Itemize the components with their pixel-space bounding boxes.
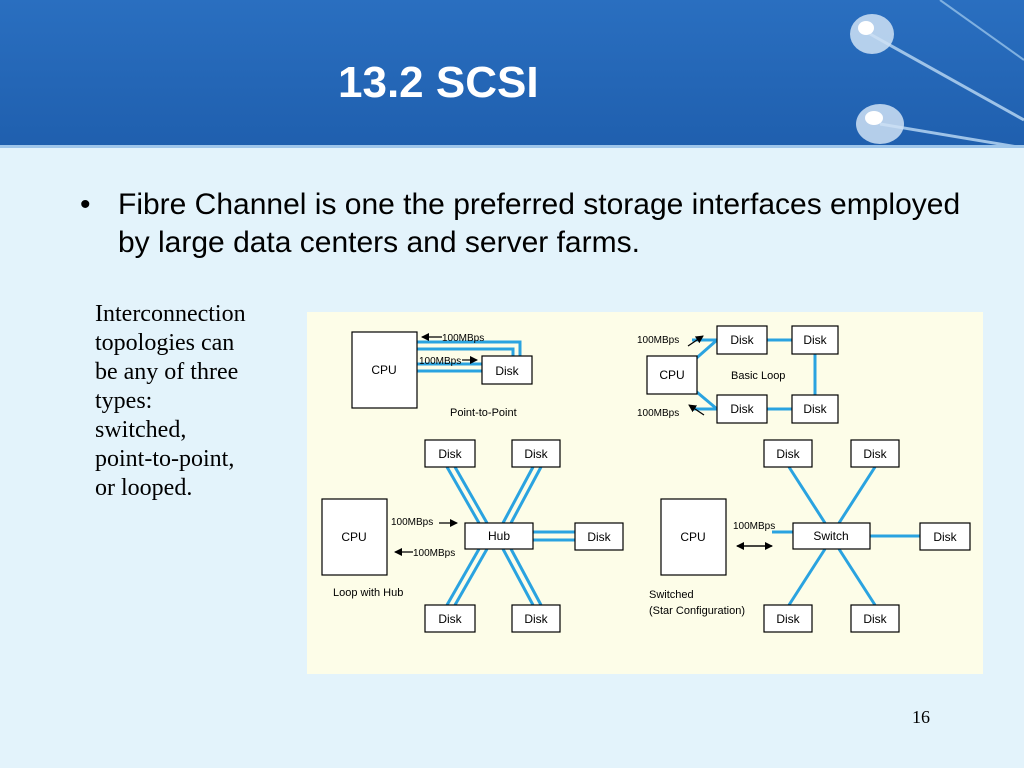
side-line: types:	[95, 388, 153, 414]
loop-caption: Basic Loop	[731, 370, 785, 382]
pushpin-decoration	[850, 0, 1024, 148]
loop-rate-bottom: 100MBps	[637, 408, 679, 419]
topology-diagram: CPU Disk 100MBps 100MBps Point-to-Point …	[321, 325, 971, 633]
side-line: point-to-point,	[95, 446, 235, 472]
p2p-cpu-label: CPU	[371, 363, 396, 377]
side-line: switched,	[95, 417, 187, 443]
switch-disk-box: Disk	[919, 522, 971, 551]
switch-caption-sub: (Star Configuration)	[649, 605, 745, 617]
topology-diagram-panel: CPU Disk 100MBps 100MBps Point-to-Point …	[307, 312, 983, 674]
switch-disk-box: Disk	[763, 604, 813, 633]
loop-disk-box: Disk	[716, 325, 768, 355]
switch-disk-box: Disk	[763, 439, 813, 468]
loop-rate-top: 100MBps	[637, 335, 679, 346]
hub-disk-label: Disk	[438, 612, 462, 626]
switch-cpu-box: CPU	[660, 498, 727, 576]
bullet-point: • Fibre Channel is one the preferred sto…	[80, 186, 980, 262]
hub-rate-out: 100MBps	[413, 548, 455, 559]
loop-arrow-top	[687, 335, 704, 347]
switch-disk-label: Disk	[776, 447, 800, 461]
loop-disk-box: Disk	[791, 394, 839, 424]
switch-disk-label: Disk	[776, 612, 800, 626]
switch-disk-label: Disk	[933, 530, 957, 544]
loop-with-hub-topology: CPU Hub Disk Disk Disk Disk Disk 100MBps	[321, 439, 624, 633]
loop-disk-box: Disk	[716, 394, 768, 424]
p2p-disk-box: Disk	[481, 355, 533, 385]
hub-disk-label: Disk	[587, 530, 611, 544]
point-to-point-topology: CPU Disk 100MBps 100MBps Point-to-Point	[351, 331, 533, 419]
bullet-text: Fibre Channel is one the preferred stora…	[118, 188, 961, 259]
slide-title: 13.2 SCSI	[338, 58, 539, 107]
side-line: or looped.	[95, 475, 193, 501]
loop-cpu-label: CPU	[659, 368, 684, 382]
side-line: be any of three	[95, 359, 239, 385]
switch-disk-label: Disk	[863, 612, 887, 626]
page-number: 16	[912, 707, 930, 727]
switch-disk-box: Disk	[850, 604, 900, 633]
switch-caption: Switched	[649, 589, 694, 601]
hub-disk-box: Disk	[511, 439, 561, 468]
header-band: 13.2 SCSI	[0, 0, 1024, 148]
hub-links	[445, 466, 575, 606]
loop-disk-label: Disk	[803, 333, 827, 347]
hub-disk-box: Disk	[511, 604, 561, 633]
hub-disk-label: Disk	[524, 612, 548, 626]
side-caption: Interconnection topologies can be any of…	[95, 300, 300, 503]
hub-disk-label: Disk	[524, 447, 548, 461]
hub-caption: Loop with Hub	[333, 587, 403, 599]
switched-topology: CPU Switch Disk Disk Disk Disk Disk 100M…	[649, 439, 971, 633]
loop-disk-label: Disk	[803, 402, 827, 416]
p2p-rate-top: 100MBps	[442, 333, 484, 344]
header-divider	[0, 145, 1024, 148]
hub-disk-box: Disk	[424, 439, 476, 468]
hub-cpu-label: CPU	[341, 530, 366, 544]
p2p-rate-bottom: 100MBps	[419, 356, 461, 367]
loop-disk-label: Disk	[730, 402, 754, 416]
switch-box: Switch	[792, 522, 871, 550]
loop-disk-box: Disk	[791, 325, 839, 355]
side-line: topologies can	[95, 330, 235, 356]
hub-disk-box: Disk	[424, 604, 476, 633]
p2p-caption: Point-to-Point	[450, 407, 517, 419]
switch-rate: 100MBps	[733, 521, 775, 532]
loop-disk-label: Disk	[730, 333, 754, 347]
hub-label: Hub	[488, 529, 510, 543]
basic-loop-topology: CPU Disk Disk Disk Disk 100MBps 100MBps …	[637, 325, 839, 424]
switch-cpu-label: CPU	[680, 530, 705, 544]
hub-disk-label: Disk	[438, 447, 462, 461]
p2p-cpu-box: CPU	[351, 331, 418, 409]
loop-arrow-bottom	[688, 404, 705, 416]
hub-rate-in: 100MBps	[391, 517, 433, 528]
loop-cpu-box: CPU	[646, 355, 698, 395]
switch-label: Switch	[813, 529, 848, 543]
hub-box: Hub	[464, 522, 534, 550]
hub-cpu-box: CPU	[321, 498, 388, 576]
bullet-icon: •	[80, 188, 91, 221]
p2p-disk-label: Disk	[495, 364, 519, 378]
switch-disk-box: Disk	[850, 439, 900, 468]
switch-links	[772, 466, 920, 606]
hub-disk-box: Disk	[574, 522, 624, 551]
switch-disk-label: Disk	[863, 447, 887, 461]
side-line: Interconnection	[95, 301, 246, 327]
